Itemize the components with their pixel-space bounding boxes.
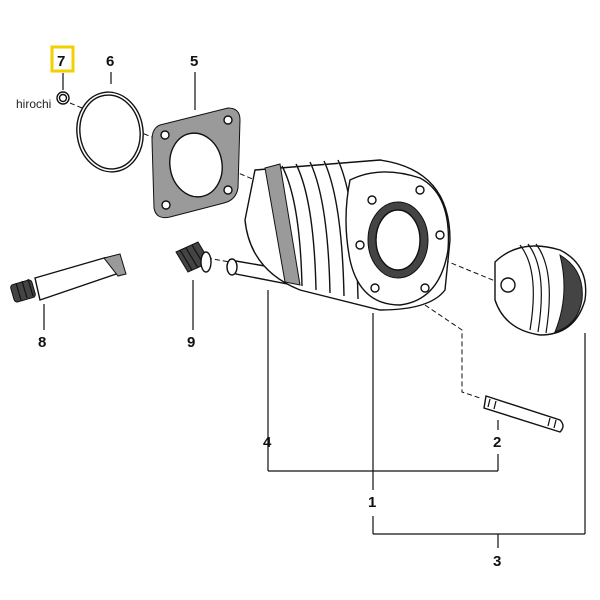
piston-icon[interactable] <box>494 243 587 336</box>
callout-1[interactable]: 1 <box>368 494 376 511</box>
cylinder-barrel-icon[interactable] <box>244 159 451 311</box>
callout-7[interactable]: 7 <box>57 53 65 70</box>
callout-5[interactable]: 5 <box>190 53 198 70</box>
callout-8[interactable]: 8 <box>38 334 46 351</box>
watermark-text: hirochi <box>16 97 51 111</box>
o-ring-large-icon[interactable] <box>72 88 148 176</box>
callout-7-highlight <box>50 45 75 73</box>
o-ring-small-icon[interactable] <box>56 91 70 105</box>
stud-short-icon[interactable] <box>483 395 564 433</box>
dowel-sleeve-icon[interactable] <box>175 241 212 273</box>
callout-9[interactable]: 9 <box>187 334 195 351</box>
gasket-icon[interactable] <box>151 107 241 219</box>
callout-6[interactable]: 6 <box>106 53 114 70</box>
callout-2[interactable]: 2 <box>493 434 501 451</box>
leader-lines <box>43 72 586 548</box>
sealant-tube-icon[interactable] <box>10 253 127 303</box>
callout-3[interactable]: 3 <box>493 553 501 570</box>
